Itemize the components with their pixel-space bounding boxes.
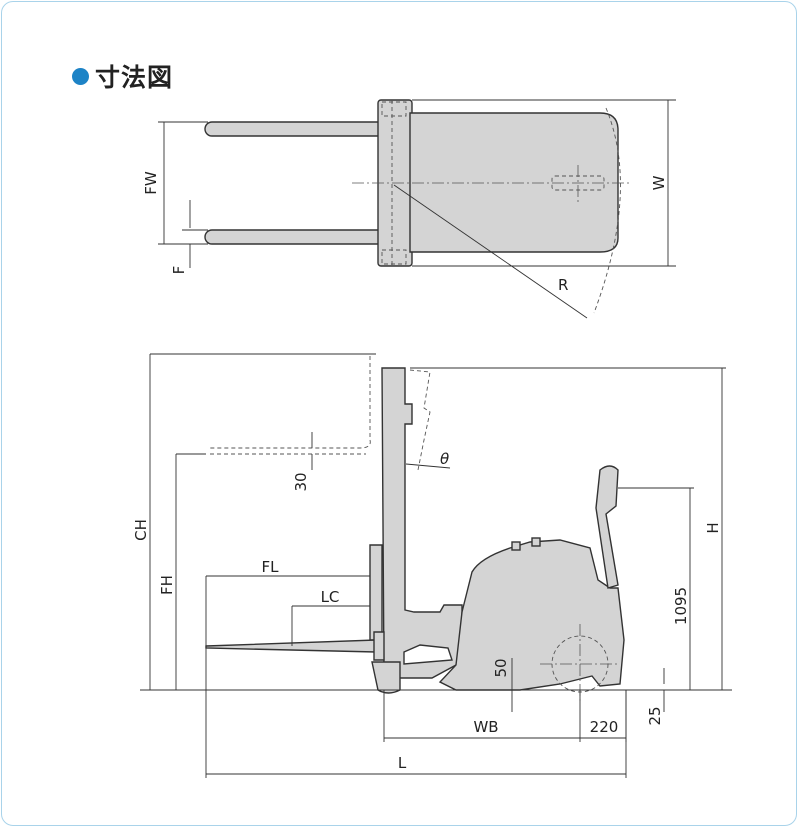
label-fw: FW	[142, 171, 160, 195]
label-ch: CH	[132, 519, 150, 541]
side-fork-heel	[373, 631, 385, 661]
label-h: H	[704, 522, 722, 533]
label-25: 25	[646, 706, 664, 725]
label-wb: WB	[473, 718, 498, 736]
label-r: R	[558, 276, 568, 294]
top-fork-lower	[204, 229, 381, 245]
side-base	[371, 661, 401, 694]
label-f: F	[170, 266, 188, 275]
label-fh: FH	[158, 575, 176, 595]
label-50: 50	[492, 658, 510, 677]
top-body	[409, 112, 619, 253]
label-l: L	[398, 754, 407, 772]
label-w: W	[650, 175, 668, 190]
label-lc: LC	[321, 588, 340, 606]
top-fork-upper	[204, 121, 381, 137]
label-220: 220	[590, 718, 619, 736]
side-body	[438, 539, 625, 691]
side-fork	[205, 639, 377, 653]
label-theta: θ	[440, 450, 449, 468]
side-handle	[595, 465, 619, 589]
label-30: 30	[292, 472, 310, 491]
bullet-icon	[72, 67, 89, 85]
section-heading: 寸法図	[72, 60, 173, 92]
side-mast	[381, 367, 463, 679]
top-view: R FW F W	[142, 99, 676, 319]
label-1095: 1095	[672, 587, 690, 625]
side-view: CH FH 30 θ FL LC H 1095 50 25 WB 220 L	[132, 353, 732, 778]
side-carriage	[369, 544, 383, 641]
label-fl: FL	[262, 558, 280, 576]
heading-title: 寸法図	[95, 63, 174, 92]
